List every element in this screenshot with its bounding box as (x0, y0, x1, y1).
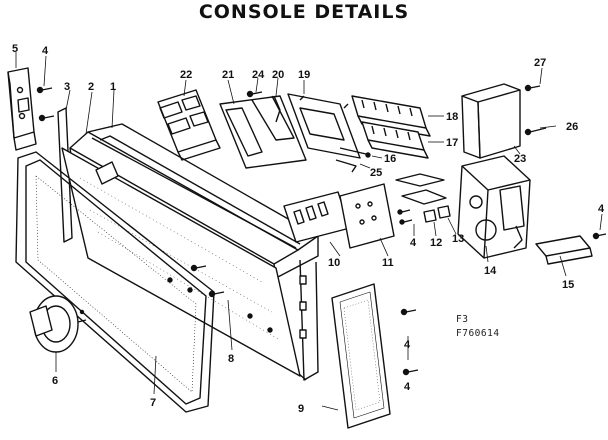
callout-22: 22 (180, 69, 192, 81)
part-20-spring (273, 95, 281, 123)
callout-17: 17 (446, 137, 458, 149)
drawing-code-line1: F3 (456, 314, 469, 325)
part-4-screws-cover (400, 308, 419, 376)
callout-19: 19 (298, 69, 310, 81)
part-16-lever (339, 147, 371, 158)
callout-3: 3 (64, 81, 70, 93)
diagram-title: CONSOLE DETAILS (198, 1, 410, 23)
callout-21: 21 (222, 69, 234, 81)
callout-14: 14 (484, 265, 497, 277)
callout-18: 18 (446, 111, 458, 123)
part-8-screws (190, 264, 225, 298)
part-22-switch-block (157, 89, 221, 161)
part-15-angle-bracket (535, 235, 593, 265)
callout-20: 20 (272, 69, 284, 81)
callout-11: 11 (382, 257, 394, 269)
part-24-screw (246, 90, 263, 98)
callout-labels: 5 4 3 2 1 22 21 24 20 19 18 17 16 25 23 … (12, 43, 605, 415)
part-25-lever (335, 159, 357, 173)
callout-2: 2 (88, 81, 94, 93)
part-4-screws-left (36, 86, 55, 122)
drawing-code-line2: F760614 (456, 328, 500, 339)
part-7-outer-frame (15, 151, 215, 413)
callout-10: 10 (328, 257, 340, 269)
callout-4d: 4 (404, 339, 411, 351)
callout-23: 23 (514, 153, 526, 165)
callout-24: 24 (252, 69, 265, 81)
callout-13: 13 (452, 233, 464, 245)
part-17-button-bank (361, 121, 429, 159)
callout-15: 15 (562, 279, 574, 291)
part-10-switch-strip (283, 191, 351, 243)
part-4-screw-right (592, 232, 607, 240)
part-27-screw (524, 84, 541, 92)
part-14-timer-assembly (457, 155, 531, 259)
callout-16: 16 (384, 153, 396, 165)
callout-27: 27 (534, 57, 546, 69)
callout-4a: 4 (42, 45, 49, 57)
part-11-plate (339, 183, 395, 249)
part-4-screws-mid (397, 209, 413, 225)
callout-5: 5 (12, 43, 18, 55)
part-5-end-bracket (7, 67, 37, 151)
part-12-spacer (423, 209, 437, 223)
callout-6: 6 (52, 375, 58, 387)
part-21-bracket (219, 95, 307, 169)
part-13-spacer (437, 205, 451, 219)
part-19-mount (287, 93, 361, 159)
part-23-box (461, 83, 521, 159)
callout-9: 9 (298, 403, 304, 415)
part-2-front-panel (61, 147, 301, 377)
callout-1: 1 (110, 81, 116, 93)
leader-lines (15, 52, 603, 411)
callout-4b: 4 (410, 237, 417, 249)
callout-4e: 4 (404, 381, 411, 393)
callout-8: 8 (228, 353, 234, 365)
callout-7: 7 (150, 397, 156, 409)
part-9-rear-cover (331, 283, 391, 429)
part-6-knob (29, 295, 87, 353)
part-26-screw (524, 127, 547, 136)
callout-25: 25 (370, 167, 382, 179)
small-bracket-top (395, 173, 447, 205)
callout-12: 12 (430, 237, 442, 249)
callout-26: 26 (566, 121, 578, 133)
callout-4c: 4 (598, 203, 605, 215)
